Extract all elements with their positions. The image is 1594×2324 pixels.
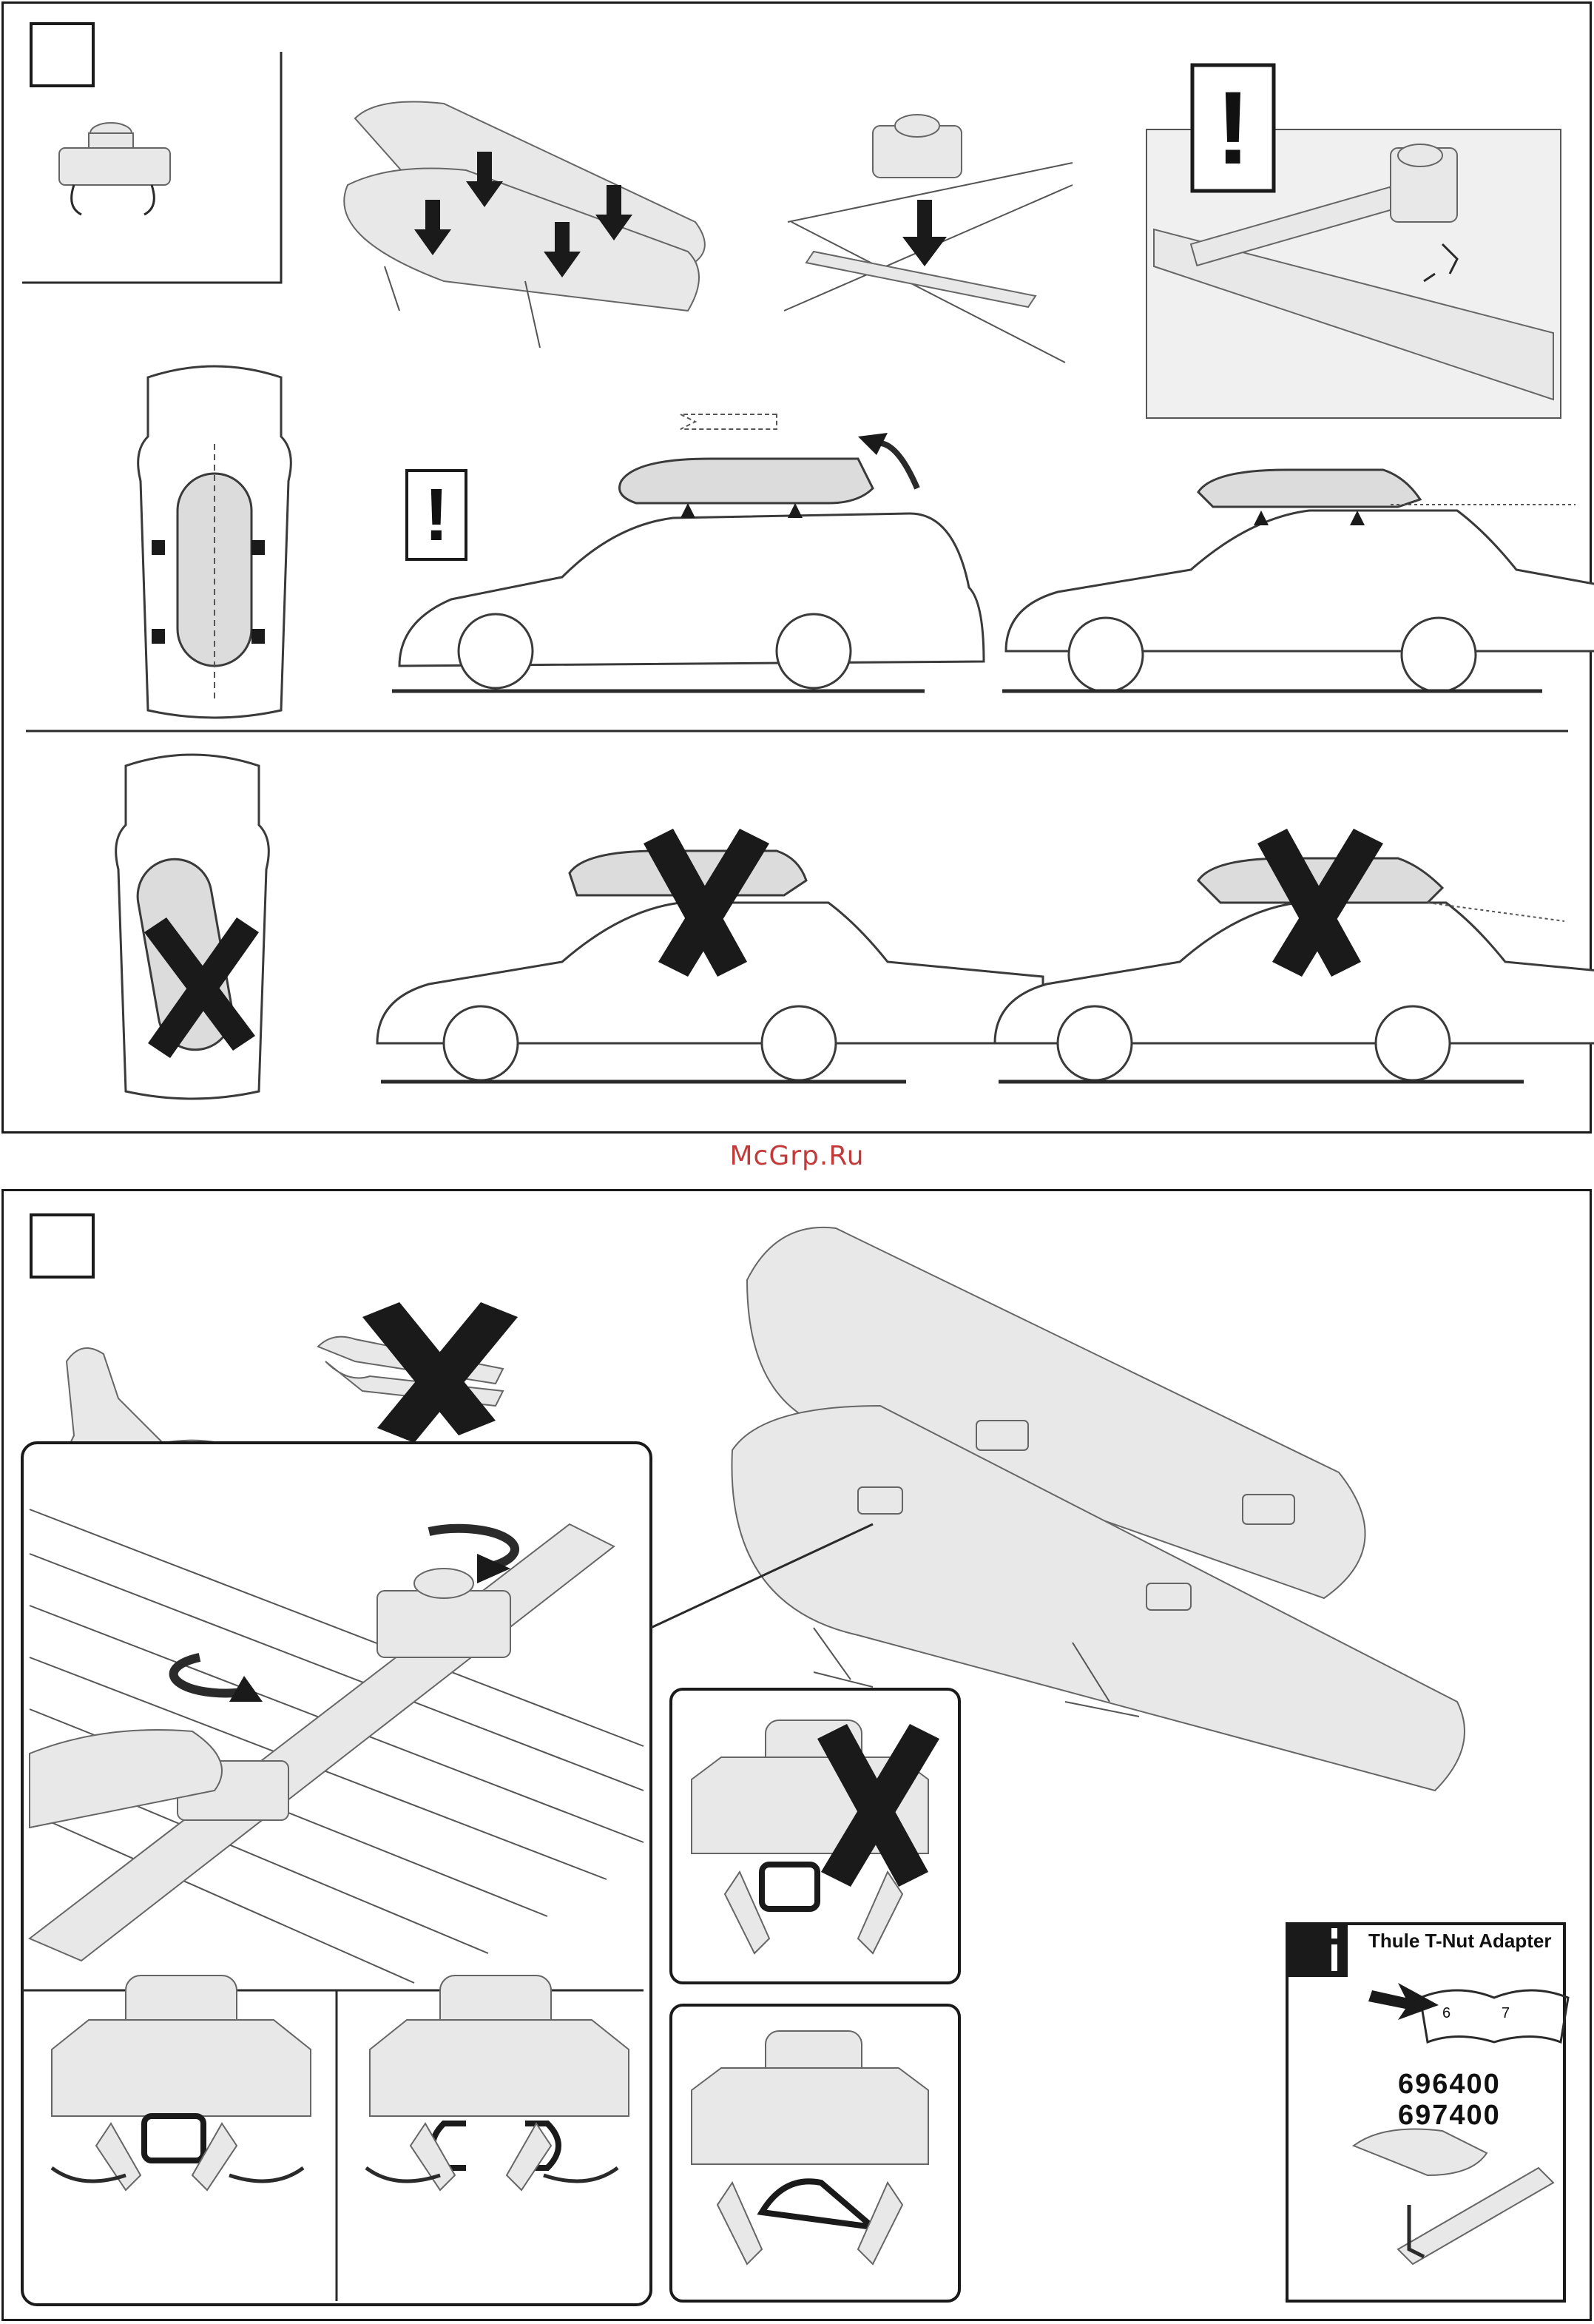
part-number-1: 696400 [1398,2069,1501,2101]
info-icon [1287,1924,1348,1977]
book-page-left: 6 [1442,2005,1451,2022]
info-box-title: Thule T-Nut Adapter [1368,1930,1551,1953]
book-page-right: 7 [1502,2005,1510,2022]
part-number-2: 697400 [1398,2100,1501,2132]
